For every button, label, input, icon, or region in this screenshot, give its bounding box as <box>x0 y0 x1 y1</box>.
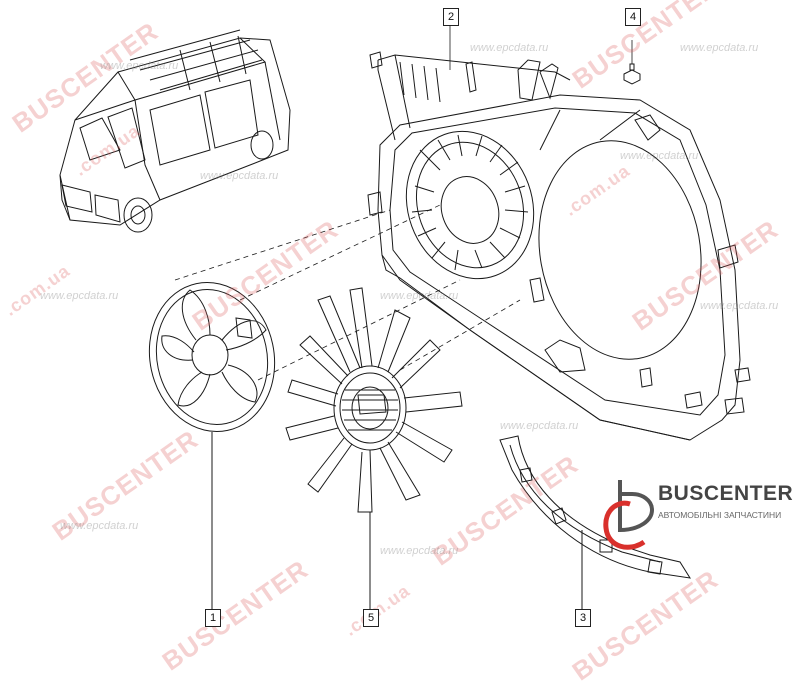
van-illustration <box>59 29 291 233</box>
callout-1: 1 <box>205 609 221 627</box>
callout-2: 2 <box>443 8 459 26</box>
logo-name: BUSCENTER <box>658 482 794 505</box>
viscous-fan-part-5 <box>285 287 463 610</box>
bolt-part-4 <box>623 40 641 85</box>
callout-5: 5 <box>363 609 379 627</box>
logo-emblem <box>603 480 655 550</box>
seal-part-3 <box>499 435 691 610</box>
assembly-lines <box>174 204 521 381</box>
electric-fan-part-1 <box>148 282 276 610</box>
diagram-drawing <box>59 24 751 610</box>
callout-3: 3 <box>575 609 591 627</box>
callout-4: 4 <box>625 8 641 26</box>
logo-tagline: АВТОМОБІЛЬНІ ЗАПЧАСТИНИ <box>658 510 782 520</box>
fan-shroud-part-2 <box>367 51 751 441</box>
buscenter-logo: BUSCENTER АВТОМОБІЛЬНІ ЗАПЧАСТИНИ <box>600 470 800 570</box>
